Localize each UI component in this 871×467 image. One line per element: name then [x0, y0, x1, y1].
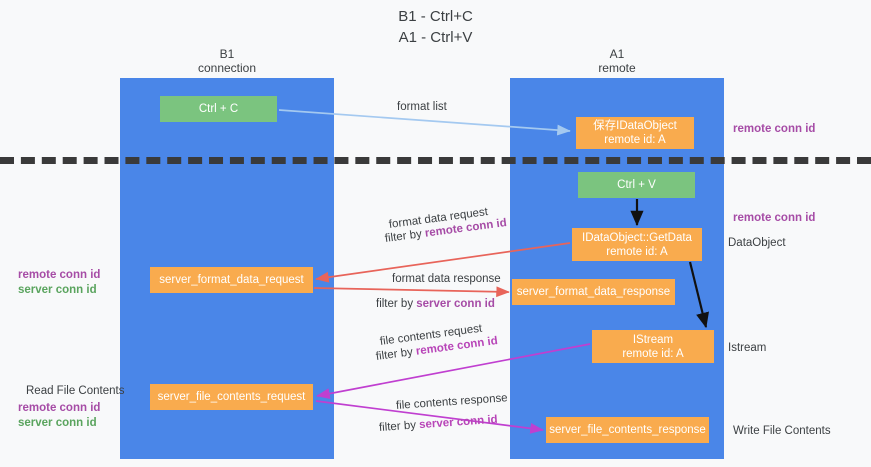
column-a1-name: A1 [609, 47, 625, 61]
annotation-write-file-contents: Write File Contents [733, 424, 831, 439]
filter-key-server-conn-id: server conn id [418, 413, 499, 432]
node-server-format-data-request-label: server_format_data_request [159, 274, 304, 286]
annotation-left-bot-server: server conn id [18, 417, 97, 429]
title-line-1: B1 - Ctrl+C [398, 8, 473, 25]
annotation-remote-conn-id-mid: remote conn id [733, 211, 815, 226]
node-ctrl-c[interactable]: Ctrl + C [160, 96, 277, 122]
node-ctrl-v-label: Ctrl + V [617, 179, 656, 191]
annotation-left-mid-server: server conn id [18, 284, 97, 296]
edge-label-format-data-response-text: format data response [392, 273, 501, 285]
node-istream[interactable]: IStream remote id: A [592, 330, 714, 363]
node-server-format-data-response[interactable]: server_format_data_response [512, 279, 675, 305]
annotation-remote-conn-id-top-text: remote conn id [733, 123, 816, 135]
annotation-dataobject: DataObject [728, 236, 786, 251]
node-getdata-line1: IDataObject::GetData [582, 231, 692, 244]
edge-label-format-list: format list [397, 101, 447, 113]
arrow-format-data-response [313, 286, 510, 298]
annotation-left-bottom-conn-ids: remote conn id server conn id [18, 401, 100, 431]
edge-label-file-contents-response-text: file contents response [395, 392, 509, 412]
node-istream-line2: remote id: A [622, 347, 684, 360]
annotation-left-bot-remote: remote conn id [18, 402, 101, 414]
node-save-idataobject-line2: remote id: A [604, 134, 666, 146]
node-server-file-contents-request-label: server_file_contents_request [157, 391, 306, 403]
node-istream-line1: IStream [632, 333, 674, 346]
node-server-format-data-request[interactable]: server_format_data_request [150, 267, 313, 293]
node-server-file-contents-request[interactable]: server_file_contents_request [150, 384, 313, 410]
node-save-idataobject-line1: 保存IDataObject [593, 120, 677, 132]
annotation-left-mid-conn-ids: remote conn id server conn id [18, 268, 100, 298]
annotation-istream-text: Istream [728, 342, 767, 354]
node-server-file-contents-response-label: server_file_contents_response [549, 424, 706, 436]
edge-label-format-list-text: format list [397, 101, 447, 113]
diagram-title: B1 - Ctrl+C A1 - Ctrl+V [0, 6, 871, 48]
edge-label-file-contents-response: file contents response [396, 392, 508, 412]
edge-label-format-data-response: format data response [392, 273, 501, 285]
column-header-b1: B1 connection [120, 47, 334, 75]
node-server-file-contents-response[interactable]: server_file_contents_response [546, 417, 709, 443]
filter-prefix: filter by [376, 298, 417, 310]
annotation-write-file-contents-text: Write File Contents [733, 425, 831, 437]
node-idataobject-getdata[interactable]: IDataObject::GetData remote id: A [572, 228, 702, 261]
annotation-remote-conn-id-top: remote conn id [733, 122, 815, 137]
column-b1-name: B1 [219, 47, 235, 61]
column-b1-role: connection [197, 61, 257, 75]
annotation-read-file-contents: Read File Contents [26, 384, 124, 399]
node-save-idataobject[interactable]: 保存IDataObject remote id: A [576, 117, 694, 149]
edge-label-format-data-response-filter: filter by server conn id [376, 298, 495, 310]
annotation-dataobject-text: DataObject [728, 237, 786, 249]
title-line-2: A1 - Ctrl+V [398, 29, 473, 46]
node-getdata-line2: remote id: A [606, 245, 668, 258]
edge-label-file-contents-response-filter: filter by server conn id [379, 414, 498, 434]
phase-divider [0, 157, 871, 164]
filter-prefix: filter by [378, 419, 420, 434]
annotation-remote-conn-id-mid-text: remote conn id [733, 212, 816, 224]
annotation-istream: Istream [728, 341, 766, 356]
column-header-a1: A1 remote [510, 47, 724, 75]
node-ctrl-c-label: Ctrl + C [198, 103, 239, 115]
filter-prefix: filter by [375, 345, 417, 363]
node-ctrl-v[interactable]: Ctrl + V [578, 172, 695, 198]
filter-key-server-conn-id: server conn id [416, 298, 495, 310]
annotation-left-mid-remote: remote conn id [18, 269, 101, 281]
column-a1-role: remote [598, 61, 636, 75]
node-server-format-data-response-label: server_format_data_response [516, 286, 671, 298]
annotation-read-file-contents-text: Read File Contents [26, 385, 125, 397]
